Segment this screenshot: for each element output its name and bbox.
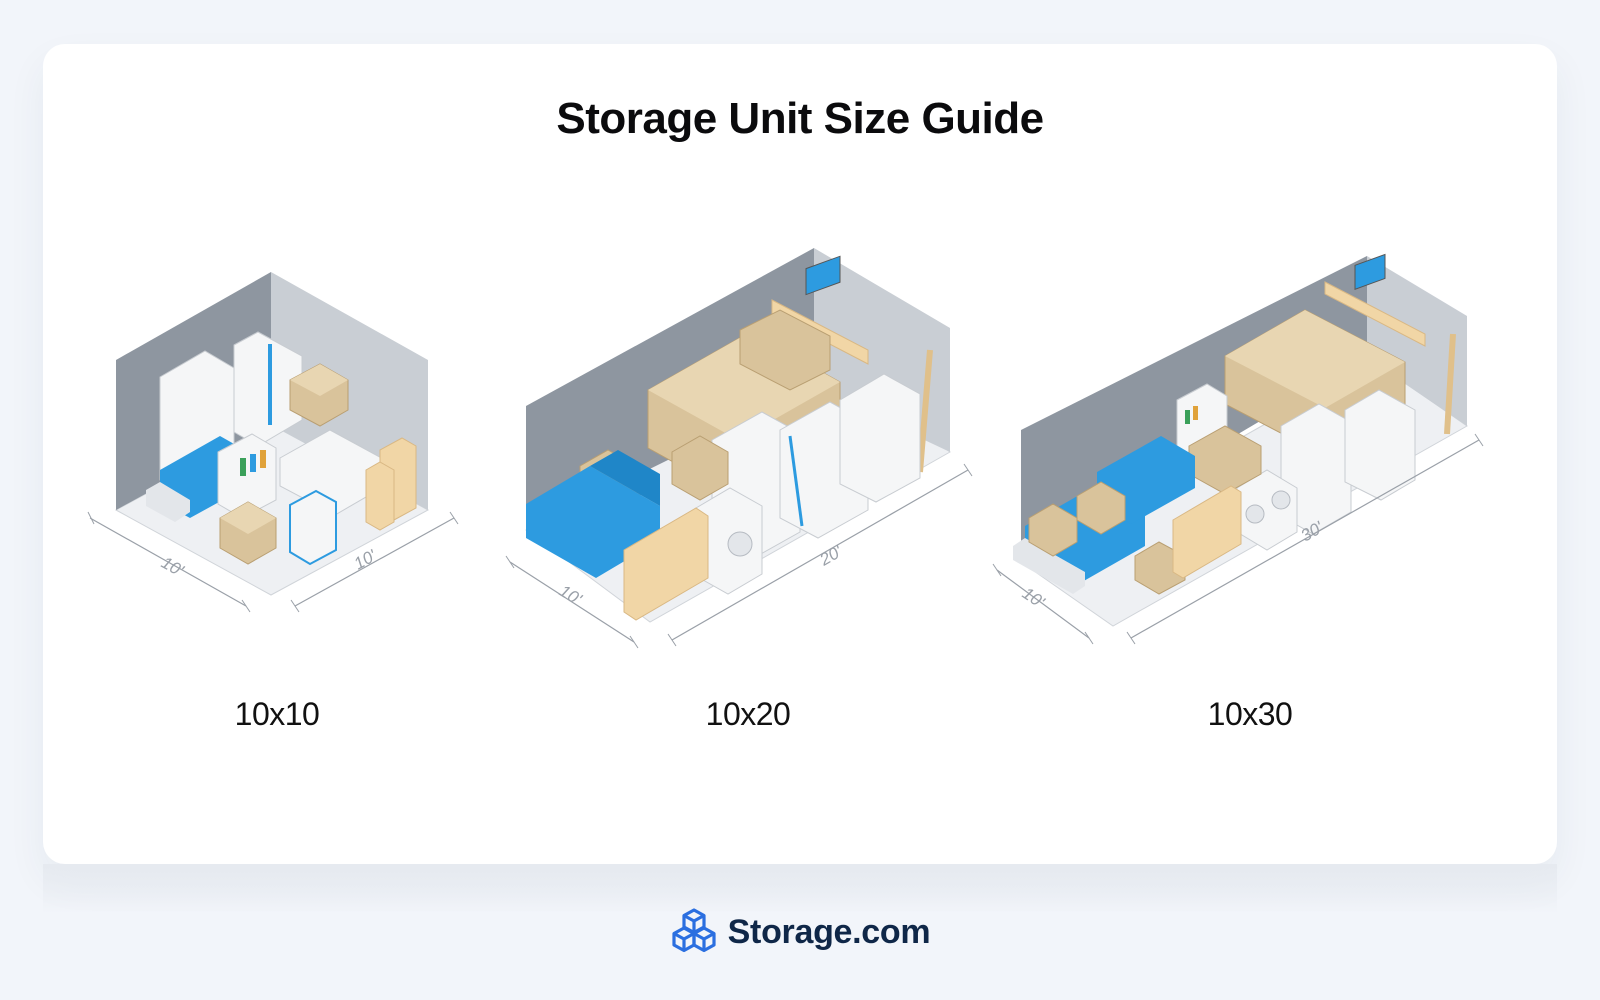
brand-logo[interactable]: Storage.com bbox=[0, 906, 1600, 959]
brand-name: Storage.com bbox=[727, 913, 931, 951]
stacked-cubes-icon bbox=[670, 906, 718, 959]
unit-10x20-length-dimension: 20' bbox=[816, 542, 846, 570]
unit-10x20-illustration: 10' 20' bbox=[500, 240, 990, 655]
unit-label-10x20: 10x20 bbox=[705, 696, 791, 732]
unit-10x30-illustration: 10' 30' bbox=[985, 250, 1515, 655]
unit-10x10-width-dimension: 10' bbox=[158, 553, 187, 581]
unit-10x20-width-dimension: 10' bbox=[556, 581, 585, 609]
unit-label-10x30: 10x30 bbox=[1207, 696, 1293, 732]
unit-label-10x10: 10x10 bbox=[234, 696, 320, 732]
unit-10x10-illustration: 10' 10' bbox=[80, 260, 480, 645]
card-shadow bbox=[43, 864, 1557, 914]
page-title: Storage Unit Size Guide bbox=[556, 94, 1044, 143]
unit-10x30-width-dimension: 10' bbox=[1019, 584, 1049, 613]
